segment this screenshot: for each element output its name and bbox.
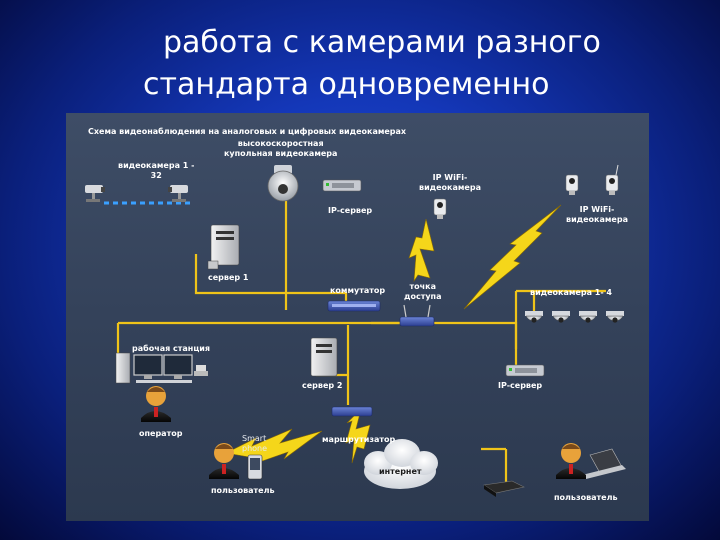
smartphone-device bbox=[247, 454, 263, 480]
label-cameras-1-32: видеокамера 1 - 32 bbox=[118, 161, 195, 180]
server-2-device bbox=[310, 337, 338, 377]
label-ip-server-bottom: IP-сервер bbox=[498, 381, 543, 390]
label-ip-wifi-camera-2: IP WiFi- видеокамера bbox=[566, 205, 628, 224]
label-server-1: сервер 1 bbox=[208, 273, 249, 282]
server-1-device bbox=[207, 224, 240, 270]
label-router: маршрутизатор bbox=[322, 435, 396, 444]
label-operator: оператор bbox=[139, 429, 183, 438]
diagram-graphics bbox=[85, 164, 626, 497]
slide-title-line-1: работа с камерами разного bbox=[163, 25, 601, 60]
switch-device bbox=[327, 300, 381, 312]
wifi-camera-2-device bbox=[565, 164, 619, 195]
label-cameras-1-4: видеокамера 1- 4 bbox=[530, 288, 612, 297]
label-internet: интернет bbox=[379, 467, 422, 476]
analog-camera-1 bbox=[85, 185, 105, 202]
label-ip-server-top: IP-сервер bbox=[328, 206, 373, 215]
router-device bbox=[331, 406, 373, 417]
label-user-right: пользователь bbox=[554, 493, 618, 502]
analog-camera-2 bbox=[168, 185, 188, 202]
slide-title: работа с камерами разного стандарта одно… bbox=[0, 22, 720, 106]
label-user-left: пользователь bbox=[211, 486, 275, 495]
slide-title-line-2: стандарта одновременно bbox=[143, 67, 550, 102]
wifi-camera-1-device bbox=[433, 198, 447, 219]
internet-cloud bbox=[364, 439, 438, 489]
bolt-router bbox=[345, 408, 371, 464]
label-server-2: сервер 2 bbox=[302, 381, 343, 390]
label-ip-wifi-camera-1: IP WiFi- видеокамера bbox=[419, 173, 481, 192]
laptop-device bbox=[582, 448, 626, 479]
dsl-modem-device bbox=[483, 480, 525, 497]
user-left-person bbox=[209, 443, 239, 479]
bolt-wifi-cam-2 bbox=[463, 204, 562, 310]
user-right-person bbox=[556, 443, 586, 479]
operator-person bbox=[141, 386, 171, 422]
label-switch: коммутатор bbox=[330, 286, 386, 295]
ip-server-top-device bbox=[322, 179, 362, 192]
label-access-point: точка доступа bbox=[404, 282, 442, 301]
label-ptz-camera: высокоскоростная купольная видеокамера bbox=[224, 139, 338, 158]
bolt-smartphone bbox=[225, 428, 323, 466]
diagram-heading: Схема видеонаблюдения на аналоговых и ци… bbox=[88, 127, 407, 136]
workstation-device bbox=[115, 352, 208, 384]
label-smartphone: Smart phone bbox=[242, 434, 268, 453]
bolt-wifi-cam-1 bbox=[408, 218, 435, 283]
access-point-device bbox=[399, 304, 435, 327]
surveillance-diagram: Схема видеонаблюдения на аналоговых и ци… bbox=[66, 113, 649, 521]
ptz-dome-camera bbox=[267, 165, 299, 202]
wireless-bolts bbox=[225, 204, 562, 466]
dome-cameras-1-4 bbox=[525, 311, 624, 323]
line-switch-ipserver2 bbox=[371, 321, 536, 373]
label-workstation: рабочая станция bbox=[132, 344, 210, 353]
ip-server-bottom-device bbox=[505, 364, 545, 377]
